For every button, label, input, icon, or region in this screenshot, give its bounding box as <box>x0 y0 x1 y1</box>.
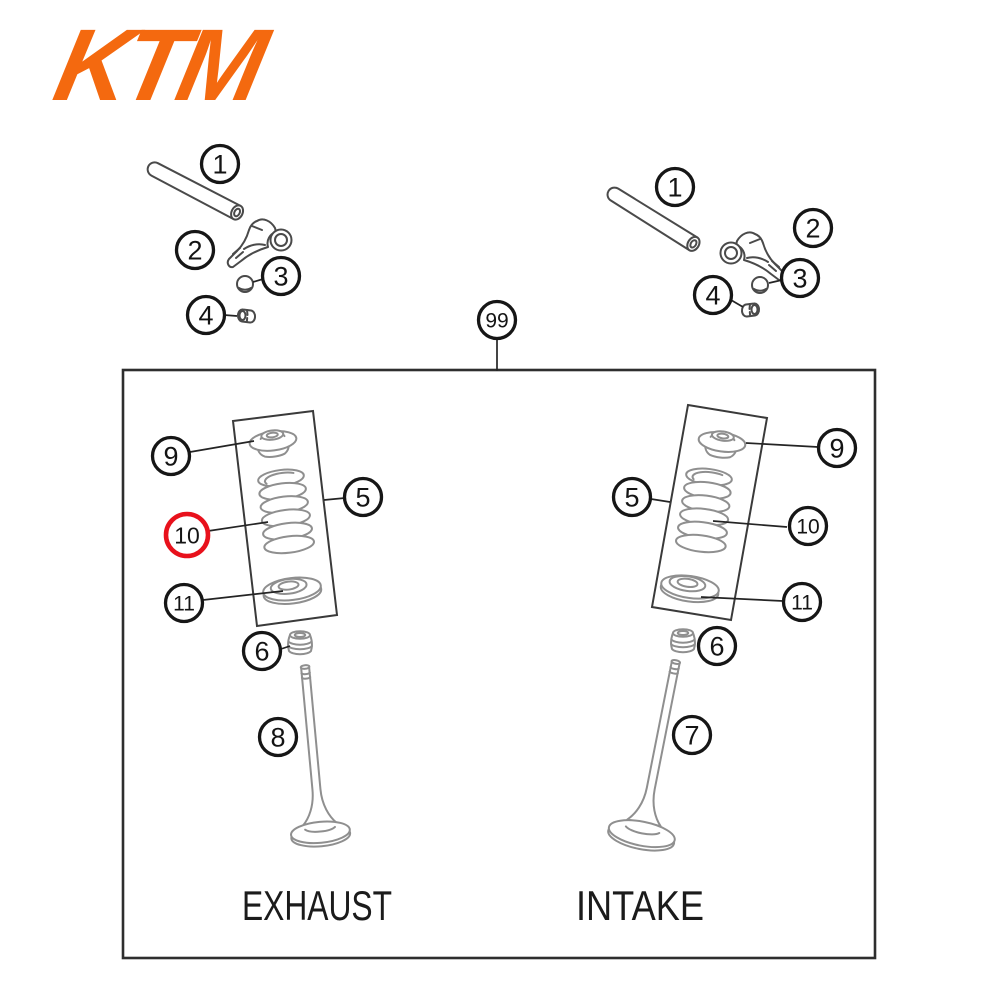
svg-text:2: 2 <box>187 236 202 266</box>
callout-99-assembly: 99 <box>476 299 518 341</box>
callout-6-intake: 6 <box>696 625 738 667</box>
svg-text:11: 11 <box>791 592 813 615</box>
callout-1-intake: 1 <box>654 166 696 208</box>
callout-1-exhaust: 1 <box>199 143 241 185</box>
intake-adjuster-collar-drawing <box>740 302 761 318</box>
svg-text:9: 9 <box>163 442 178 472</box>
intake-spring-retainer-drawing <box>695 427 748 462</box>
callout-3-intake: 3 <box>779 257 821 299</box>
svg-text:8: 8 <box>270 723 285 753</box>
intake-spring-kit-box <box>650 403 769 622</box>
svg-text:3: 3 <box>792 264 807 294</box>
callout-11-exhaust: 11 <box>163 582 205 624</box>
svg-text:4: 4 <box>198 301 213 331</box>
intake-valve-seal-drawing <box>670 628 696 654</box>
svg-text:6: 6 <box>709 632 724 662</box>
svg-text:2: 2 <box>805 214 820 244</box>
exhaust-valve-spring-drawing <box>254 466 316 557</box>
callout-9-exhaust: 9 <box>150 435 192 477</box>
callout-2-exhaust: 2 <box>174 229 216 271</box>
assembly-frame-box <box>121 368 877 960</box>
svg-text:9: 9 <box>829 434 844 464</box>
exhaust-valve-drawing <box>290 664 352 848</box>
callout-8-exhaust-valve: 8 <box>257 716 299 758</box>
exhaust-adjuster-ball-drawing <box>236 275 254 293</box>
leader-lines <box>189 278 819 650</box>
callout-9-intake: 9 <box>816 427 858 469</box>
exhaust-adjuster-collar-drawing <box>236 308 257 324</box>
exhaust-label: EXHAUST <box>242 882 392 929</box>
svg-text:10: 10 <box>174 522 200 548</box>
svg-text:4: 4 <box>705 281 720 311</box>
svg-text:11: 11 <box>173 593 195 616</box>
callout-7-intake-valve: 7 <box>671 714 713 756</box>
svg-text:1: 1 <box>667 173 682 203</box>
svg-text:99: 99 <box>485 310 508 333</box>
svg-text:10: 10 <box>796 516 819 539</box>
callout-4-intake: 4 <box>692 274 734 316</box>
intake-adjuster-ball-drawing <box>751 276 769 294</box>
callout-4-exhaust: 4 <box>185 294 227 336</box>
intake-spring-seat-drawing <box>658 571 722 607</box>
callout-10-intake: 10 <box>787 505 829 547</box>
callout-5-intake: 5 <box>611 476 653 518</box>
callout-5-exhaust: 5 <box>342 476 384 518</box>
intake-valve-spring-drawing <box>674 465 736 556</box>
svg-text:6: 6 <box>254 637 269 667</box>
callout-11-intake: 11 <box>781 581 823 623</box>
svg-text:7: 7 <box>684 721 699 751</box>
callout-10-exhaust-highlighted: 10 <box>163 511 211 559</box>
svg-text:3: 3 <box>273 262 288 292</box>
intake-rocker-arm-drawing <box>719 231 786 282</box>
exhaust-spring-kit-box <box>231 409 339 628</box>
exhaust-spring-seat-drawing <box>260 573 324 608</box>
svg-text:1: 1 <box>212 150 227 180</box>
exhaust-valve-seal-drawing <box>287 630 313 656</box>
callout-6-exhaust: 6 <box>241 630 283 672</box>
svg-text:5: 5 <box>355 483 370 513</box>
callout-3-exhaust: 3 <box>260 255 302 297</box>
intake-valve-drawing <box>607 659 682 852</box>
intake-label: INTAKE <box>576 882 704 929</box>
exhaust-spring-retainer-drawing <box>247 426 300 461</box>
svg-text:5: 5 <box>624 483 639 513</box>
callout-2-intake: 2 <box>792 207 834 249</box>
